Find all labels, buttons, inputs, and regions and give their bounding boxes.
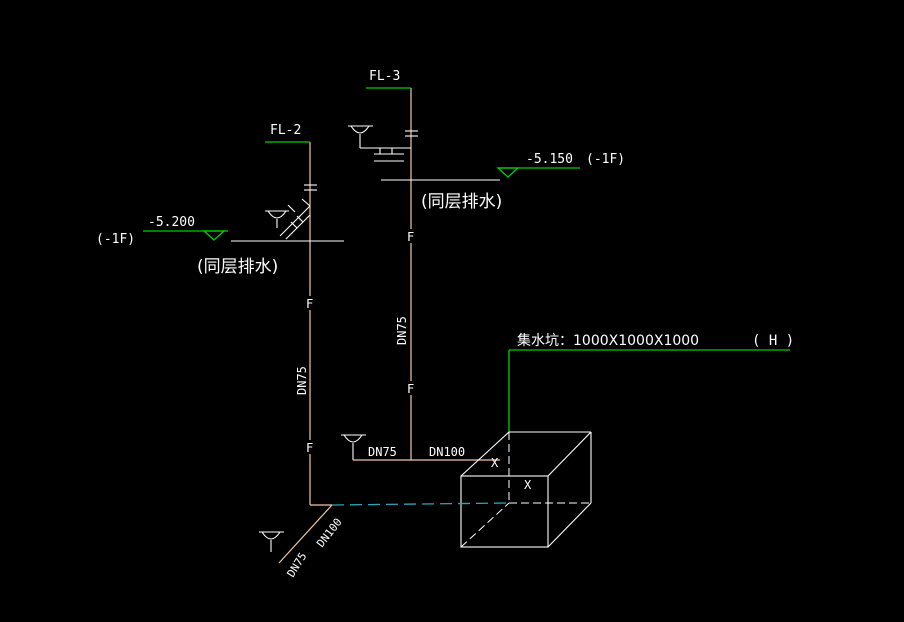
riser-fl3: FL-3 -5.150 (-1F) (同层排水) F F DN75 bbox=[348, 69, 625, 460]
pit-label: 集水坑：1000X1000X1000 bbox=[517, 332, 699, 349]
branch-end-mark: X bbox=[491, 456, 499, 470]
riser-fl3-floor-drain-icon bbox=[348, 125, 373, 148]
riser-fl3-flow-marks: F F bbox=[405, 229, 419, 396]
riser-fl3-trap bbox=[360, 147, 411, 162]
bottom-pipe-diagonal bbox=[278, 504, 333, 564]
riser-fl3-note: (同层排水) bbox=[421, 192, 502, 212]
riser-fl2: FL-2 -5.200 (-1F) (同层排水) F bbox=[96, 123, 344, 505]
flow-mark: F bbox=[407, 382, 414, 396]
collection-pit: 集水坑：1000X1000X1000 ( H ) X bbox=[460, 332, 794, 548]
branch-floor-drain-icon bbox=[341, 434, 366, 460]
riser-fl2-floor-drain-icon bbox=[265, 210, 289, 228]
riser-fl2-level: -5.200 bbox=[148, 215, 195, 230]
pit-connection-dashed bbox=[331, 502, 510, 506]
flow-mark: F bbox=[306, 297, 313, 311]
pit-tag: ( H ) bbox=[752, 333, 794, 349]
riser-fl3-floor: (-1F) bbox=[586, 152, 625, 167]
pit-box bbox=[460, 431, 592, 548]
flow-mark: F bbox=[306, 441, 313, 455]
riser-fl3-level-triangle bbox=[496, 167, 520, 178]
pit-inner-mark: X bbox=[524, 478, 532, 492]
riser-fl2-branch bbox=[279, 198, 311, 240]
riser-fl3-level: -5.150 bbox=[526, 152, 573, 167]
riser-fl2-note: (同层排水) bbox=[197, 257, 278, 277]
riser-fl2-level-triangle bbox=[202, 230, 226, 241]
riser-fl2-label: FL-2 bbox=[270, 123, 301, 138]
bottom-floor-drain-icon bbox=[259, 531, 284, 552]
bottom-size-b: DN100 bbox=[314, 516, 345, 550]
flow-mark: F bbox=[407, 230, 414, 244]
riser-fl3-label: FL-3 bbox=[369, 69, 400, 84]
riser-fl2-pipe-size: DN75 bbox=[295, 366, 309, 395]
branch-to-pit: DN75 DN100 X bbox=[341, 434, 500, 470]
riser-fl3-pipe-size: DN75 bbox=[395, 316, 409, 345]
bottom-size-a: DN75 bbox=[285, 550, 310, 579]
branch-inlet-size: DN75 bbox=[368, 445, 397, 459]
riser-fl2-floor: (-1F) bbox=[96, 232, 135, 247]
branch-outlet-size: DN100 bbox=[429, 445, 465, 459]
bottom-drain: DN75 DN100 bbox=[259, 502, 510, 580]
riser-fl2-flow-marks: F F bbox=[304, 296, 318, 455]
